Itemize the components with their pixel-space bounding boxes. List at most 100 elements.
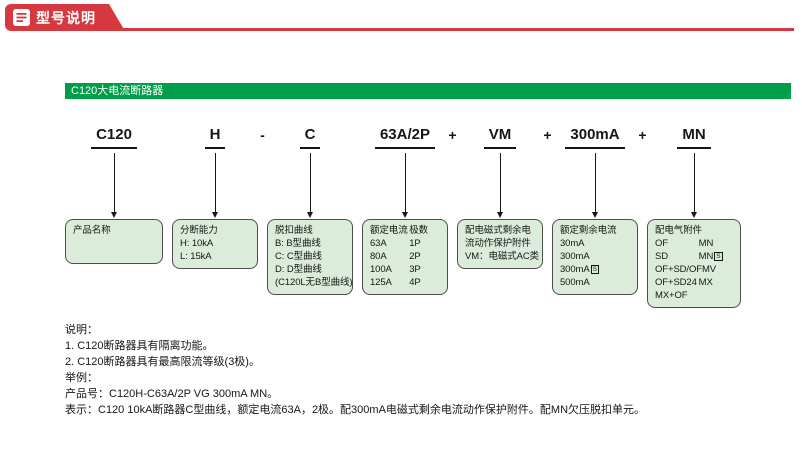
box-cell-left: 80A	[370, 251, 387, 262]
note-line: 表示：C120 10kA断路器C型曲线，额定电流63A，2极。配300mA电磁式…	[65, 404, 646, 416]
box-row: 30mA	[560, 237, 630, 250]
page-title: 型号说明	[36, 9, 96, 26]
box-cell-left: 500mA	[560, 277, 590, 288]
box-row: MX+OF	[655, 289, 733, 302]
box-cell-right: MX	[698, 277, 713, 288]
description-box: 产品名称	[65, 219, 163, 264]
model-token-row: C120	[65, 126, 163, 150]
box-cell-left: OF	[655, 238, 668, 249]
note-line: 2. C120断路器具有最高限流等级(3极)。	[65, 356, 260, 368]
separator-symbol: -	[260, 127, 265, 143]
box-cell-left: D: D型曲线	[275, 264, 322, 275]
boxed-s-tag: S	[714, 252, 723, 261]
note-line: 说明：	[65, 324, 98, 336]
box-cell-left: SD	[655, 251, 668, 262]
box-row: 125A 4P	[370, 276, 440, 289]
box-cell-left: 配电磁式剩余电	[465, 225, 531, 236]
model-token: C120	[91, 126, 137, 149]
notes-block: 说明： 1. C120断路器具有隔离功能。 2. C120断路器具有最高限流等级(3…	[65, 322, 802, 418]
section-title-bar: C120大电流断路器	[65, 83, 791, 99]
box-cell-left: 63A	[370, 238, 387, 249]
model-column: C120 产品名称	[65, 126, 163, 264]
box-cell-right: 1P	[409, 238, 421, 249]
box-row: VM：电磁式AC类	[465, 250, 539, 263]
model-token-row: C	[267, 126, 353, 150]
box-row: 分断能力	[180, 224, 250, 237]
box-row: 80A 2P	[370, 250, 440, 263]
note-line: 1. C120断路器具有隔离功能。	[65, 340, 214, 352]
model-token: H	[204, 126, 226, 149]
box-row: 产品名称	[73, 224, 155, 237]
model-token-row: H	[172, 126, 258, 150]
box-row: 脱扣曲线	[275, 224, 345, 237]
box-cell-right: 4P	[409, 277, 421, 288]
header-tab: 型号说明	[5, 4, 125, 31]
note-line: 举例：	[65, 372, 98, 384]
note-line: 产品号：C120H-C63A/2P VG 300mA MN。	[65, 388, 279, 400]
box-cell-left: 产品名称	[73, 225, 111, 236]
box-cell-left: 125A	[370, 277, 392, 288]
model-token: 63A/2P	[374, 126, 436, 149]
separator-symbol: +	[638, 127, 647, 143]
box-row: 额定电流极数	[370, 224, 440, 237]
box-row: B: B型曲线	[275, 237, 345, 250]
box-row: (C120L无B型曲线)	[275, 276, 353, 289]
box-cell-right: MN	[698, 238, 714, 249]
box-cell-left: 100A	[370, 264, 392, 275]
box-cell-left: 额定剩余电流	[560, 225, 617, 236]
box-cell-right: 极数	[409, 225, 428, 236]
box-row: 额定剩余电流	[560, 224, 630, 237]
box-row: D: D型曲线	[275, 263, 345, 276]
box-cell-left: 分断能力	[180, 225, 218, 236]
box-cell-right: 2P	[409, 251, 421, 262]
box-cell-left: OF+SD24	[655, 277, 697, 288]
box-cell-left: 脱扣曲线	[275, 225, 313, 236]
model-token-row: 63A/2P	[362, 126, 448, 150]
document-lines-icon	[13, 9, 30, 26]
model-token: VM	[483, 126, 517, 149]
box-cell-left: 30mA	[560, 238, 585, 249]
section-title: C120大电流断路器	[71, 85, 164, 97]
page-header: 型号说明	[5, 4, 797, 31]
arrow-down-icon	[306, 153, 313, 218]
arrow-down-icon	[211, 153, 218, 218]
separator-symbol: +	[448, 127, 457, 143]
model-token-row: 300mA	[552, 126, 638, 150]
box-cell-right: MV	[701, 264, 717, 275]
box-cell-left: 额定电流	[370, 225, 408, 236]
box-cell-left: 流动作保护附件	[465, 238, 531, 249]
box-cell-left: OF+SD/OF	[655, 264, 702, 275]
box-cell-right: 3P	[409, 264, 421, 275]
model-token: 300mA	[565, 126, 625, 149]
box-cell-left: MX+OF	[655, 290, 688, 301]
box-cell-left: 配电气附件	[655, 225, 703, 236]
box-row: L: 15kA	[180, 250, 250, 263]
box-row: 63A 1P	[370, 237, 440, 250]
box-cell-left: (C120L无B型曲线)	[275, 277, 353, 288]
header-underline	[107, 28, 794, 31]
box-row: OF MN	[655, 237, 733, 250]
arrow-down-icon	[690, 153, 697, 218]
box-cell-left: B: B型曲线	[275, 238, 321, 249]
box-row: 流动作保护附件	[465, 237, 535, 250]
box-row: 100A 3P	[370, 263, 440, 276]
model-token-row: VM	[457, 126, 543, 150]
boxed-s-tag: S	[590, 265, 599, 274]
separator-symbol: +	[543, 127, 552, 143]
model-token-row: MN	[647, 126, 741, 150]
box-cell-left: L: 15kA	[180, 251, 212, 262]
